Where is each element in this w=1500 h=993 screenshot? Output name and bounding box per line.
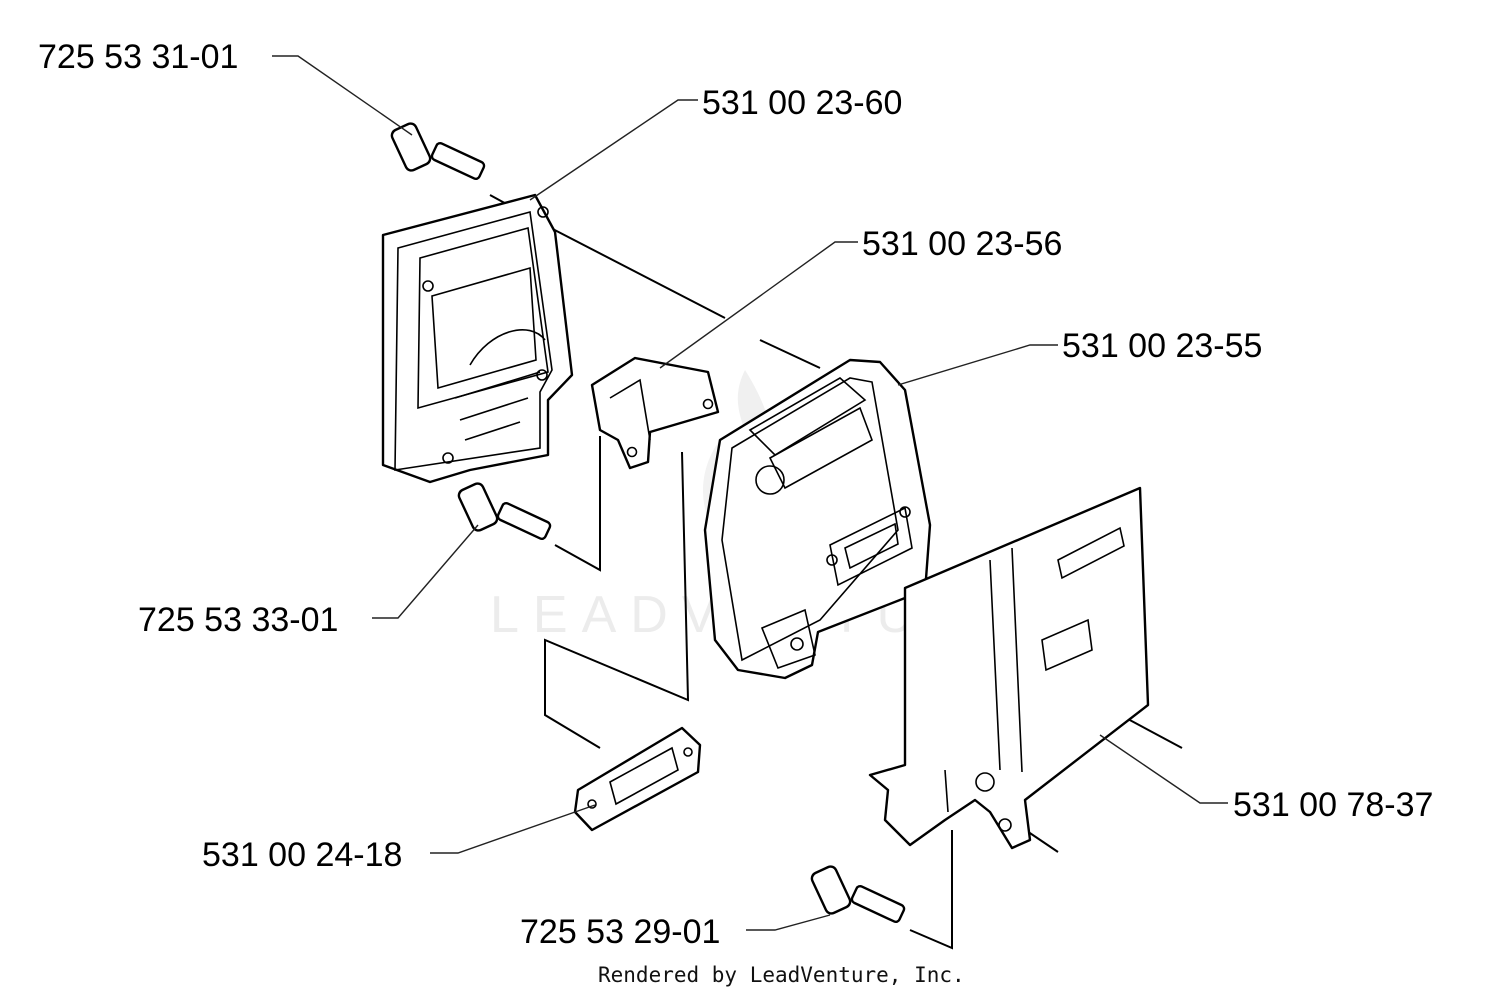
muffler-part bbox=[703, 358, 932, 680]
render-credit: Rendered by LeadVenture, Inc. bbox=[598, 963, 965, 987]
label-screw-bottom: 725 53 29-01 bbox=[520, 913, 720, 951]
label-cover-plate: 531 00 23-60 bbox=[702, 84, 902, 122]
label-screw-top: 725 53 31-01 bbox=[38, 38, 238, 76]
bracket-part bbox=[590, 356, 720, 470]
label-screw-middle: 725 53 33-01 bbox=[138, 601, 338, 639]
screw-middle-part bbox=[457, 482, 552, 541]
screw-top-part bbox=[390, 122, 486, 181]
heat-shield-part bbox=[868, 486, 1150, 850]
screw-bottom-part bbox=[810, 865, 906, 924]
leader-lines bbox=[272, 55, 1228, 931]
label-heat-shield: 531 00 78-37 bbox=[1233, 786, 1433, 824]
label-gasket: 531 00 24-18 bbox=[202, 836, 402, 874]
label-bracket: 531 00 23-56 bbox=[862, 225, 1062, 263]
label-muffler: 531 00 23-55 bbox=[1062, 327, 1262, 365]
cover-plate-part bbox=[381, 193, 574, 484]
